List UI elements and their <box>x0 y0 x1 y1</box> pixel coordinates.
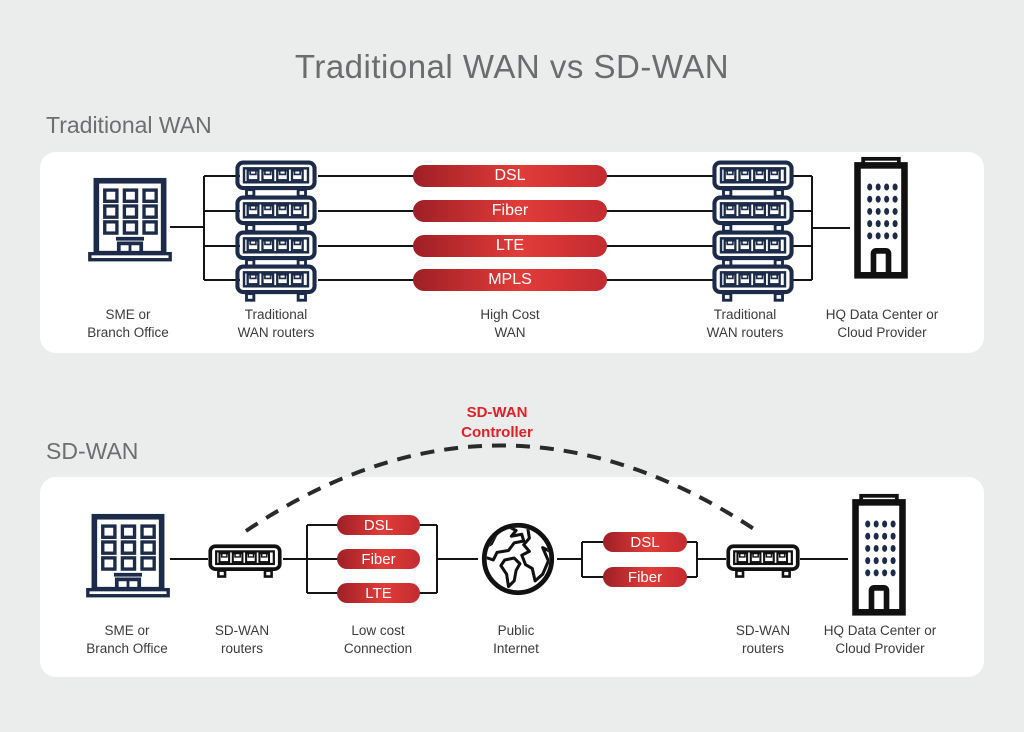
router-icon <box>726 544 800 578</box>
router-icon <box>235 230 317 268</box>
office-building-icon <box>85 512 171 600</box>
caption-sme-branch-office: SME or Branch Office <box>86 623 168 657</box>
wan-link-pill-dsl: DSL <box>413 165 607 187</box>
caption-sd-wan-routers-left: SD-WAN routers <box>214 623 270 657</box>
router-icon <box>712 264 794 302</box>
caption-high-cost-wan: High Cost WAN <box>480 307 540 341</box>
hq-building-icon <box>850 156 912 280</box>
caption-hq-data-center: HQ Data Center or Cloud Provider <box>825 307 939 341</box>
wan-link-pill-fiber: Fiber <box>603 567 687 587</box>
hq-building-icon <box>848 492 910 618</box>
office-building-icon <box>87 176 173 264</box>
wan-link-pill-lte: LTE <box>413 235 607 257</box>
globe-icon <box>480 521 556 597</box>
wan-link-pill-mpls: MPLS <box>413 269 607 291</box>
section-label-traditional-wan: Traditional WAN <box>46 112 212 138</box>
router-icon <box>235 160 317 198</box>
router-icon <box>712 230 794 268</box>
wan-link-pill-fiber: Fiber <box>413 200 607 222</box>
caption-traditional-wan-routers-right: Traditional WAN routers <box>706 307 784 341</box>
wan-link-pill-fiber: Fiber <box>337 549 420 569</box>
caption-low-cost-connection: Low cost Connection <box>343 623 413 657</box>
wan-link-pill-dsl: DSL <box>337 515 420 535</box>
router-icon <box>712 160 794 198</box>
router-icon <box>208 544 282 578</box>
caption-hq-data-center: HQ Data Center or Cloud Provider <box>823 623 937 657</box>
router-icon <box>235 195 317 233</box>
caption-sme-branch-office: SME or Branch Office <box>87 307 169 341</box>
caption-public-internet: Public Internet <box>493 623 539 657</box>
section-label-sd-wan: SD-WAN <box>46 438 139 464</box>
caption-traditional-wan-routers-left: Traditional WAN routers <box>237 307 315 341</box>
page-title: Traditional WAN vs SD-WAN <box>294 48 730 85</box>
sd-wan-controller-label: SD-WAN Controller <box>461 404 533 442</box>
wan-link-pill-lte: LTE <box>337 583 420 603</box>
router-icon <box>235 264 317 302</box>
wan-link-pill-dsl: DSL <box>603 532 687 552</box>
router-icon <box>712 195 794 233</box>
caption-sd-wan-routers-right: SD-WAN routers <box>735 623 791 657</box>
